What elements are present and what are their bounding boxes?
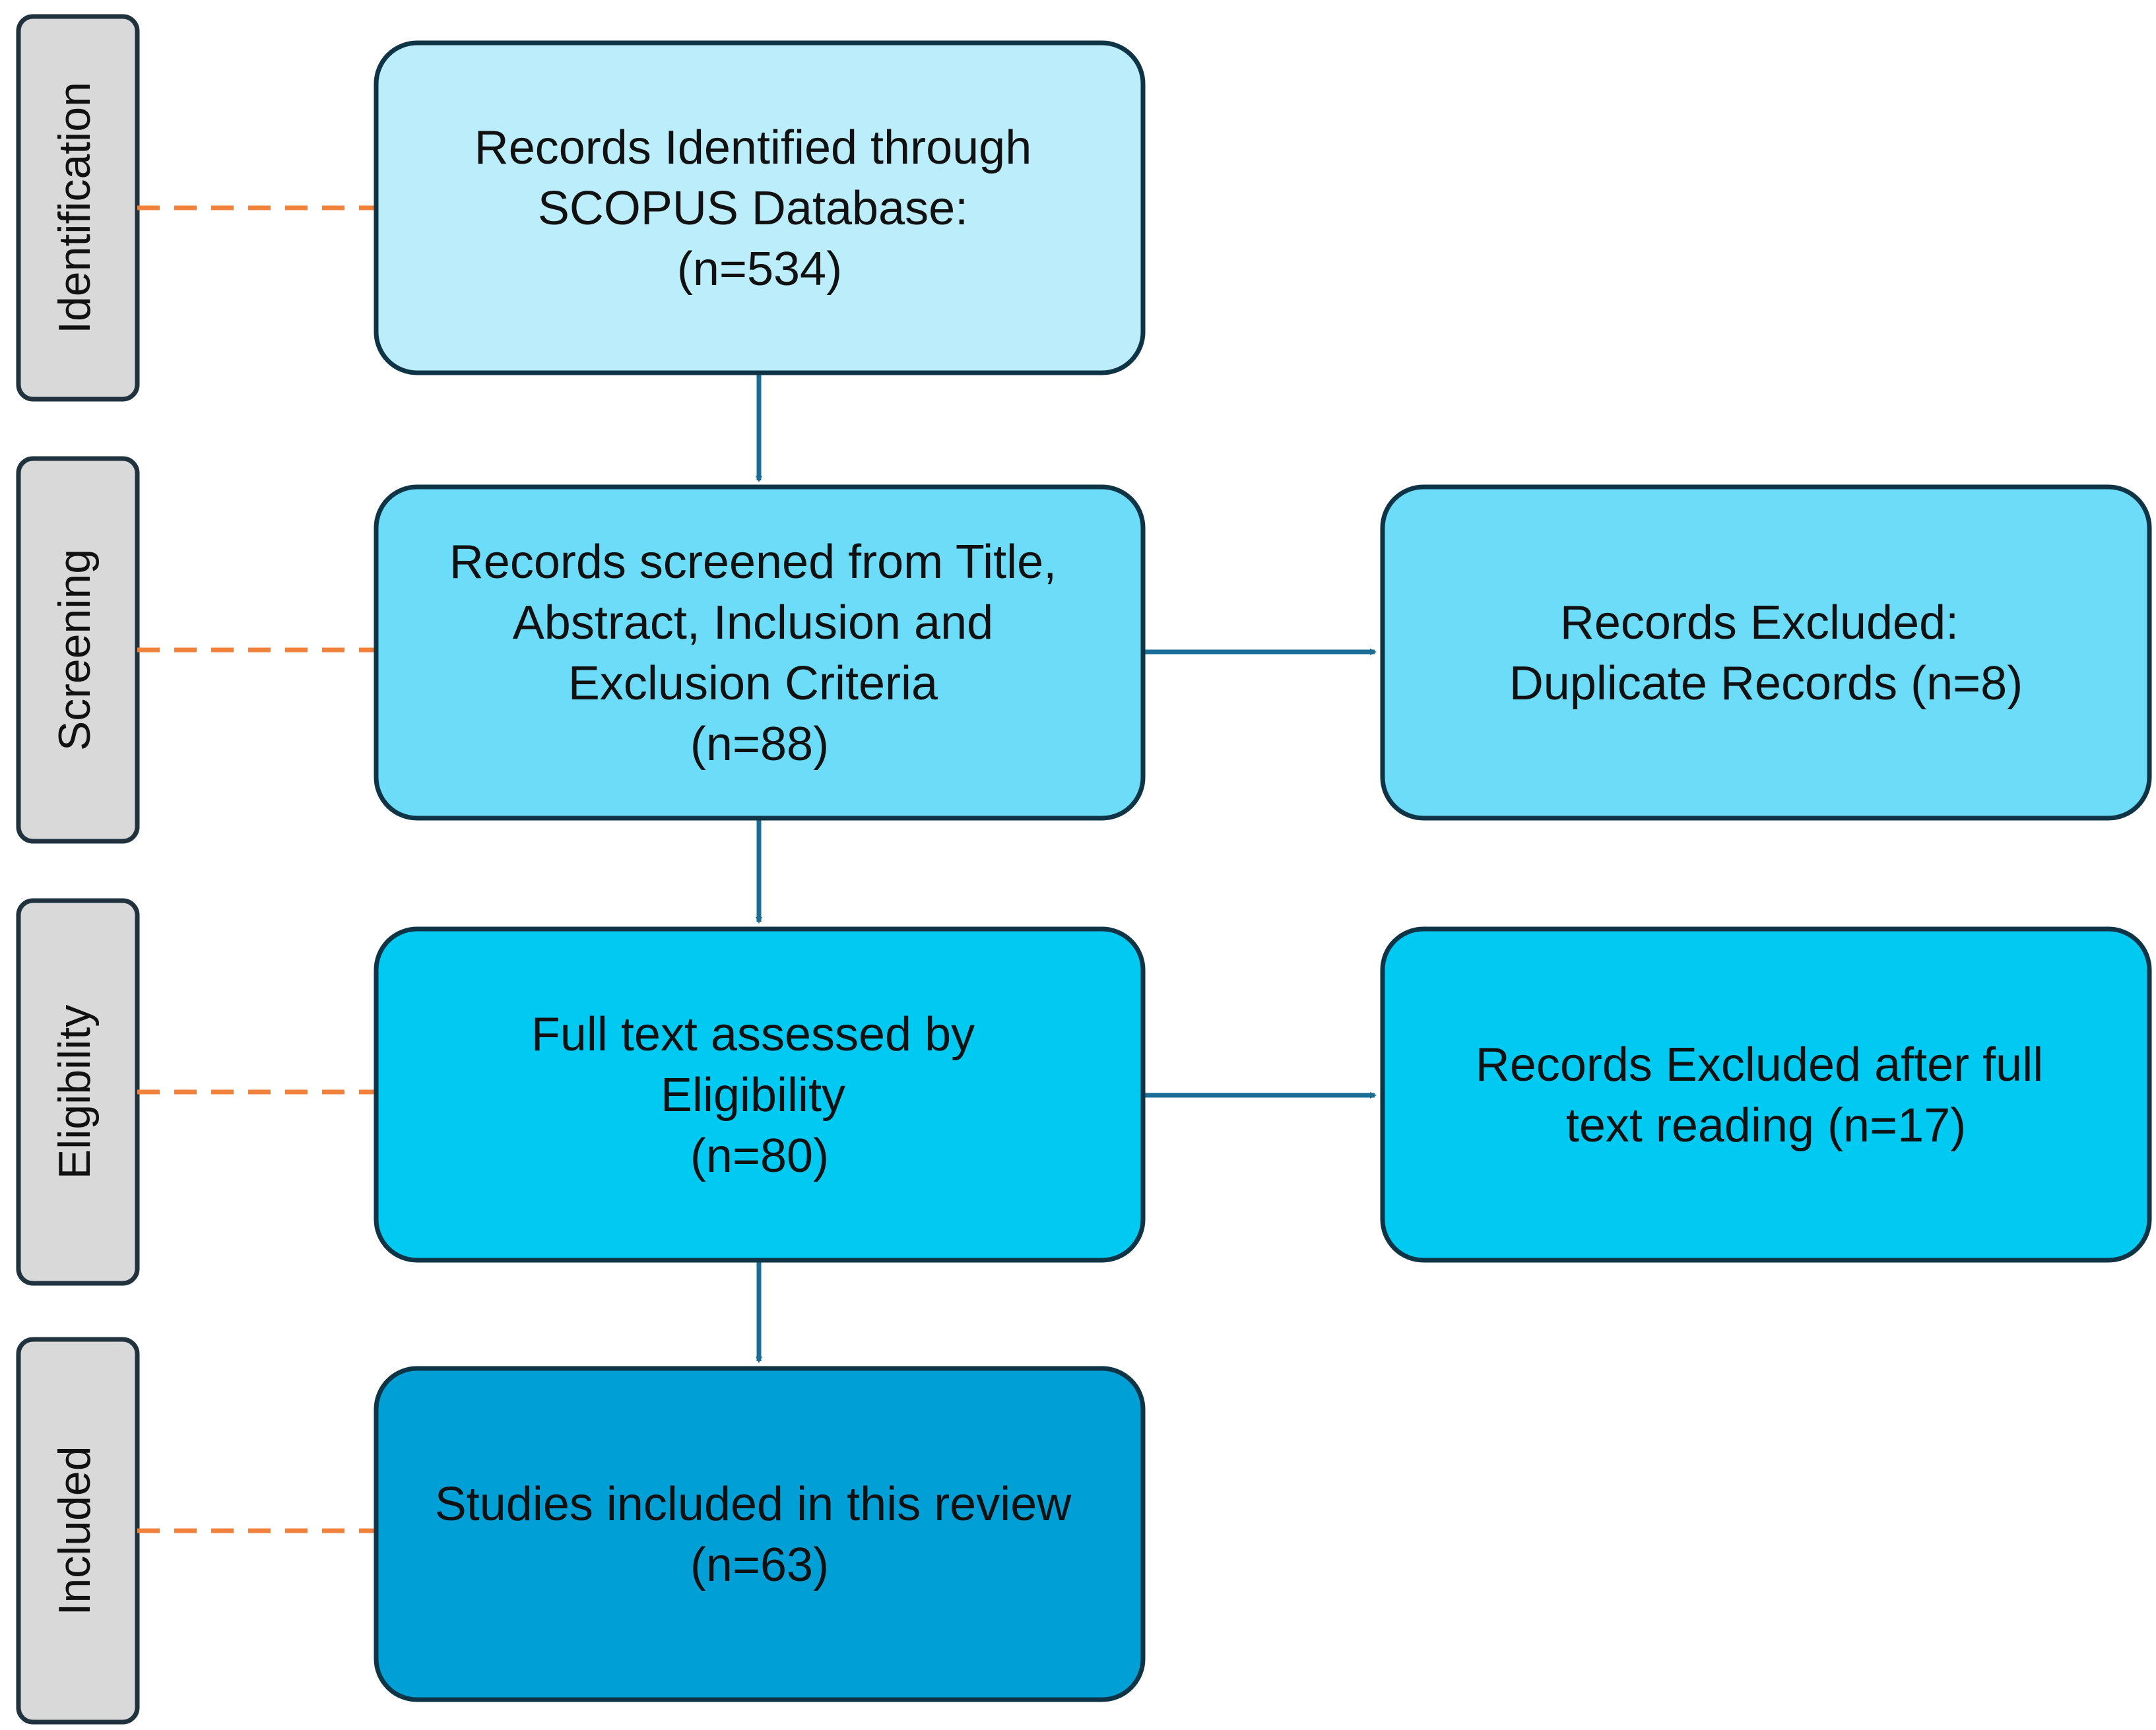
box-records-screened-line-1: Records screened from Title, <box>449 536 1057 589</box>
box-records-identified-line-1: Records Identified through <box>474 121 1032 174</box>
stage-eligibility: Eligibility <box>16 898 140 1286</box>
box-records-excluded-fulltext: Records Excluded after full text reading… <box>1380 926 2152 1263</box>
box-studies-included-shape <box>374 1366 1146 1702</box>
stage-identification: Identification <box>16 14 140 402</box>
box-studies-included: Studies included in this review (n=63) <box>374 1366 1146 1702</box>
box-records-identified: Records Identified through SCOPUS Databa… <box>374 40 1146 375</box>
stage-identification-label: Identification <box>49 82 100 334</box>
box-records-identified-count: (n=534) <box>677 243 842 296</box>
box-records-screened: Records screened from Title, Abstract, I… <box>374 484 1146 821</box>
svg-text:Full text assessed by El: Full text assessed by Eligibility (n=80) <box>531 1008 988 1182</box>
box-records-screened-count: (n=88) <box>690 718 829 771</box>
box-records-excluded-duplicates: Records Excluded: Duplicate Records (n=8… <box>1380 484 2152 821</box>
svg-text:Records screened from Title,: Records screened from Title, Abstract, I… <box>449 536 1070 771</box>
box-records-excluded-fulltext-line-1: Records Excluded after full <box>1476 1039 2043 1091</box>
box-records-identified-line-2: SCOPUS Database: <box>538 182 968 235</box>
box-records-excluded-fulltext-line-2: text reading (n=17) <box>1566 1099 1966 1152</box>
box-records-excluded-fulltext-shape <box>1380 926 2152 1263</box>
box-full-text-assessed-line-2: Eligibility <box>661 1069 845 1122</box>
stage-eligibility-label: Eligibility <box>49 1005 100 1180</box>
stage-screening-label: Screening <box>49 549 100 751</box>
box-records-screened-line-2: Abstract, Inclusion and <box>513 596 993 649</box>
stage-included-label: Included <box>49 1446 100 1615</box>
box-full-text-assessed-line-1: Full text assessed by <box>531 1008 975 1061</box>
box-full-text-assessed: Full text assessed by Eligibility (n=80) <box>374 926 1146 1263</box>
box-records-identified-shape <box>374 40 1146 375</box>
stage-included: Included <box>16 1337 140 1725</box>
box-records-excluded-duplicates-line-1: Records Excluded: <box>1560 596 1959 649</box>
box-records-screened-shape <box>374 484 1146 821</box>
box-studies-included-count: (n=63) <box>690 1539 829 1591</box>
svg-text:Records Excluded after full: Records Excluded after full text reading… <box>1476 1039 2056 1152</box>
box-records-excluded-duplicates-shape <box>1380 484 2152 821</box>
svg-text:Studies included in this revie: Studies included in this review (n=63) <box>435 1478 1085 1591</box>
svg-text:Records Excluded: Duplic: Records Excluded: Duplicate Records (n=8… <box>1509 596 2023 710</box>
box-full-text-assessed-count: (n=80) <box>690 1130 829 1182</box>
box-records-excluded-duplicates-line-2: Duplicate Records (n=8) <box>1509 657 2023 710</box>
svg-text:Records Identified through: Records Identified through SCOPUS Databa… <box>474 121 1045 296</box>
box-full-text-assessed-shape <box>374 926 1146 1263</box>
box-records-screened-line-3: Exclusion Criteria <box>568 657 938 710</box>
box-studies-included-line-1: Studies included in this review <box>435 1478 1072 1531</box>
stage-screening: Screening <box>16 456 140 844</box>
